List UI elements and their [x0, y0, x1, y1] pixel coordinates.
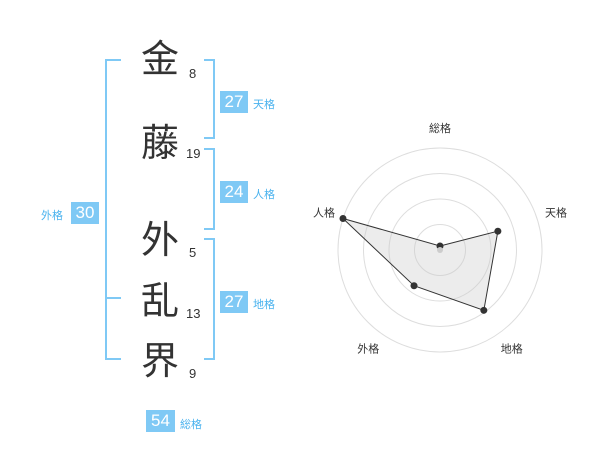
radar-axis-label-2: 天格 [545, 205, 567, 219]
radar-grid-ring [388, 198, 492, 302]
chikaku-value-badge: 27 [220, 291, 248, 313]
gaikaku-bracket [105, 59, 121, 360]
soukaku-label: 総格 [180, 418, 202, 431]
stroke-count-4: 13 [186, 306, 201, 321]
radar-grid-ring [414, 224, 466, 276]
radar-grid-ring [363, 173, 517, 327]
name-char-5: 界 [141, 339, 180, 383]
stroke-count-2: 19 [186, 146, 201, 161]
radar-point-2 [494, 227, 502, 235]
radar-point-4 [410, 282, 418, 290]
jinkaku-label: 人格 [253, 188, 275, 201]
radar-axis-label-4: 外格 [357, 342, 379, 356]
radar-point-3 [480, 306, 488, 314]
radar-axis-label-3: 地格 [501, 342, 523, 356]
name-char-3: 外 [141, 218, 180, 262]
gaikaku-bracket-tick [105, 297, 121, 299]
tenkaku-value-badge: 27 [220, 91, 248, 113]
name-char-1: 金 [141, 37, 180, 81]
gaikaku-label: 外格 [41, 209, 63, 222]
radar-point-5 [339, 214, 347, 222]
soukaku-value-badge: 54 [146, 410, 175, 432]
tenkaku-label: 天格 [253, 98, 275, 111]
radar-axis-label-5: 人格 [313, 205, 335, 219]
radar-axis-label-1: 総格 [429, 121, 451, 135]
jinkaku-value-badge: 24 [220, 181, 248, 203]
name-char-4: 乱 [141, 279, 180, 323]
radar-center [437, 247, 443, 253]
jinkaku-bracket [204, 148, 215, 230]
name-char-2: 藤 [141, 121, 180, 165]
stroke-count-5: 9 [189, 366, 197, 381]
radar-grid-ring [337, 147, 543, 353]
radar-area [342, 217, 499, 311]
stroke-count-1: 8 [189, 66, 197, 81]
gaikaku-value-badge: 30 [71, 202, 99, 224]
tenkaku-bracket [204, 59, 215, 139]
chikaku-bracket [204, 238, 215, 360]
chikaku-label: 地格 [253, 298, 275, 311]
stroke-count-3: 5 [189, 245, 197, 260]
